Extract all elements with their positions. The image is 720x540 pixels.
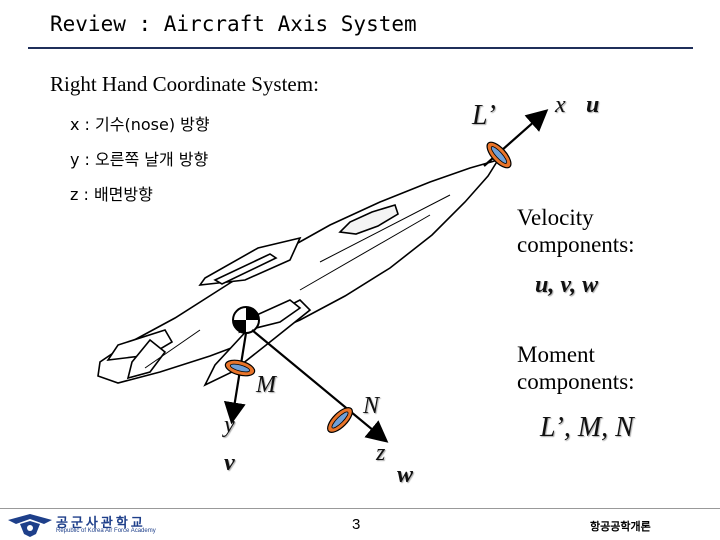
z-axis-arrow (251, 329, 389, 443)
roll-moment-label: L’ (472, 100, 496, 131)
course-name: 항공공학개론 (590, 520, 651, 533)
academy-emblem-icon (8, 514, 52, 537)
roll-ring (486, 141, 512, 169)
moment-values: L’, M, N (540, 412, 634, 443)
velocity-values: u, v, w (535, 272, 599, 298)
velocity-heading-line2: components: (517, 232, 635, 257)
page-number: 3 (352, 516, 361, 533)
y-axis-arrow (223, 332, 248, 425)
academy-name: 공군사관학교 (56, 516, 146, 531)
subtitle: Right Hand Coordinate System: (50, 72, 319, 96)
moment-heading: Moment components: (517, 341, 635, 395)
x-axis-label: x (555, 92, 566, 118)
slide-title: Review : Aircraft Axis System (50, 12, 417, 36)
footer-divider (0, 508, 720, 509)
moment-heading-line2: components: (517, 369, 635, 394)
velocity-heading: Velocity components: (517, 204, 635, 258)
w-velocity-label: w (397, 462, 414, 488)
pitch-moment-label: M (256, 372, 276, 398)
yaw-moment-label: N (363, 393, 380, 419)
u-velocity-label: u (586, 92, 600, 118)
axis-z-description: z : 배면방향 (70, 185, 153, 204)
y-axis-label: y (224, 412, 235, 438)
z-axis-label: z (376, 440, 386, 466)
title-divider (28, 47, 693, 49)
velocity-heading-line1: Velocity (517, 205, 594, 230)
axis-x-description: x : 기수(nose) 방향 (70, 115, 210, 134)
aircraft-body (97, 158, 500, 387)
cg-symbol (232, 306, 260, 334)
v-velocity-label: v (224, 450, 235, 476)
pitch-ring (224, 359, 256, 377)
axis-y-description: y : 오른쪽 날개 방향 (70, 150, 209, 169)
yaw-ring (327, 407, 353, 433)
academy-name-english: Republic of Korea Air Force Academy (56, 528, 156, 534)
moment-heading-line1: Moment (517, 342, 595, 367)
